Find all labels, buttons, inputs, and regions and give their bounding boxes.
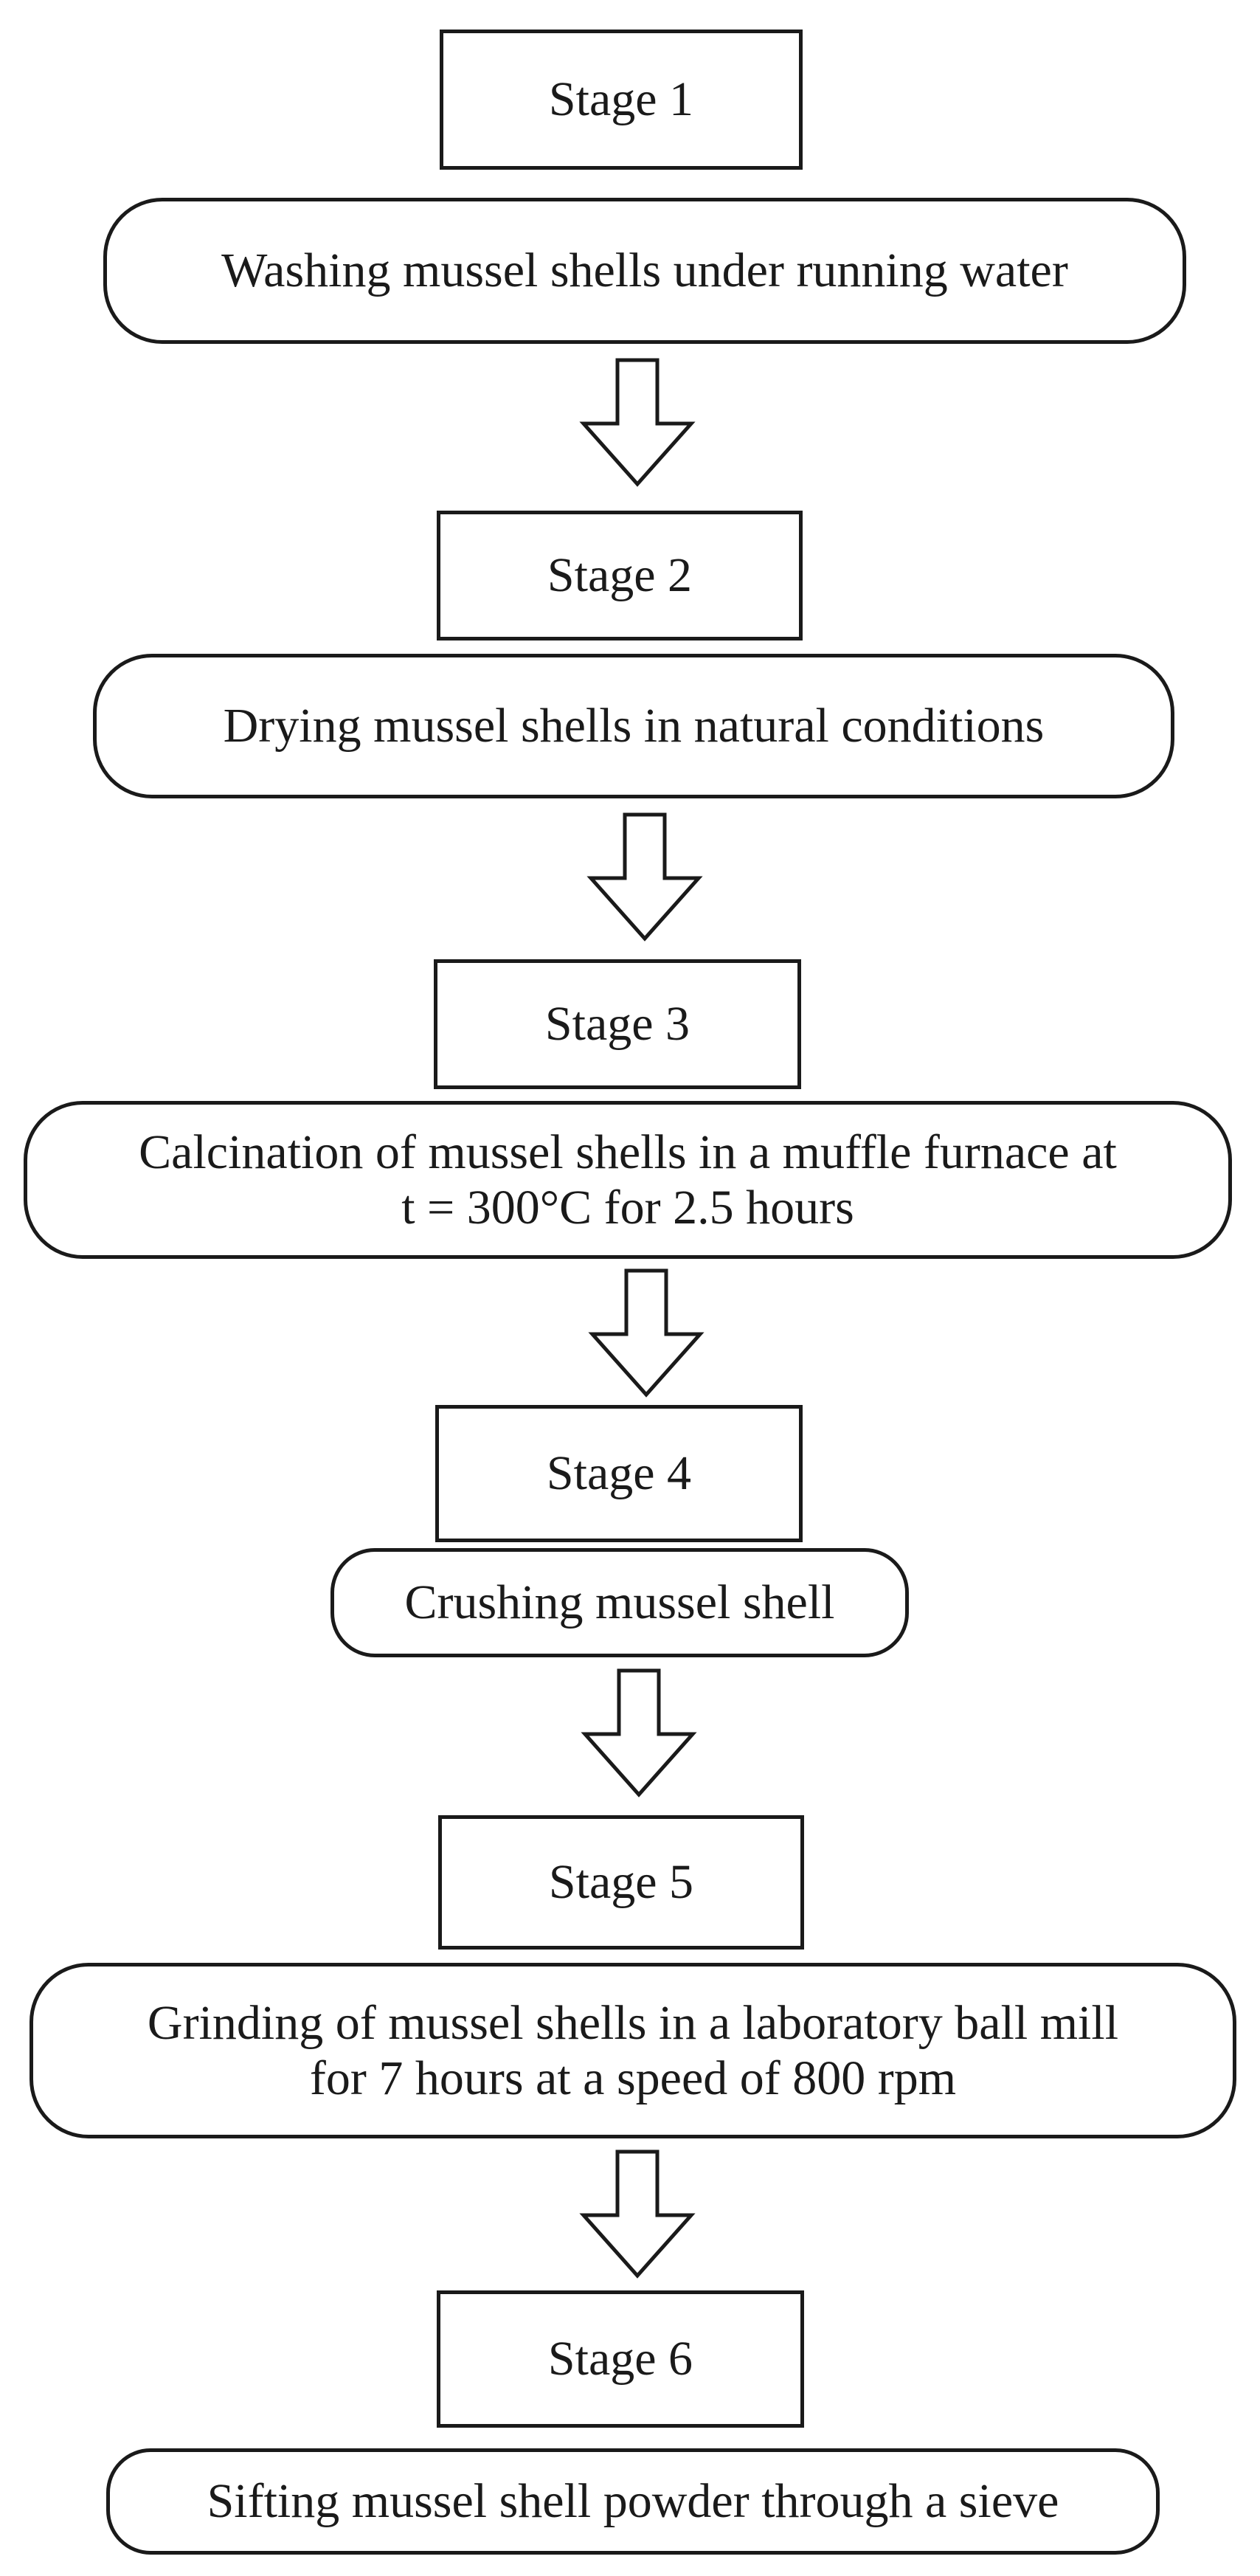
stage-5-label: Stage 5 — [548, 1855, 694, 1909]
stage-2-step: Drying mussel shells in natural conditio… — [93, 654, 1174, 798]
stage-5-step-text-line-2: for 7 hours at a speed of 800 rpm — [309, 2051, 957, 2105]
stage-1-step: Washing mussel shells under running wate… — [103, 198, 1186, 344]
stage-6-step: Sifting mussel shell powder through a si… — [106, 2448, 1160, 2555]
down-arrow-icon — [571, 2149, 704, 2282]
stage-5-step-text-line-1: Grinding of mussel shells in a laborator… — [147, 1995, 1119, 2050]
down-arrow-icon — [571, 357, 704, 490]
stage-5-box: Stage 5 — [438, 1815, 804, 1950]
down-arrow-icon — [580, 1268, 713, 1401]
down-arrow-icon — [572, 1668, 705, 1800]
stage-2-step-text: Drying mussel shells in natural conditio… — [223, 699, 1045, 753]
stage-2-box: Stage 2 — [437, 511, 803, 640]
stage-4-box: Stage 4 — [435, 1405, 803, 1542]
stage-3-step-text-line-1: Calcination of mussel shells in a muffle… — [139, 1125, 1117, 1179]
stage-4-step: Crushing mussel shell — [330, 1548, 909, 1657]
stage-1-label: Stage 1 — [548, 72, 694, 126]
stage-3-label: Stage 3 — [544, 997, 690, 1051]
stage-6-step-text: Sifting mussel shell powder through a si… — [207, 2474, 1059, 2529]
stage-5-step: Grinding of mussel shells in a laborator… — [30, 1963, 1236, 2138]
stage-1-box: Stage 1 — [440, 30, 803, 170]
stage-6-label: Stage 6 — [547, 2332, 693, 2386]
stage-3-step-text-line-2: t = 300°C for 2.5 hours — [401, 1181, 854, 1235]
stage-2-label: Stage 2 — [547, 548, 693, 602]
stage-3-box: Stage 3 — [434, 959, 801, 1089]
down-arrow-icon — [578, 812, 711, 945]
stage-6-box: Stage 6 — [437, 2290, 804, 2428]
stage-4-label: Stage 4 — [546, 1446, 692, 1500]
stage-1-step-text: Washing mussel shells under running wate… — [221, 244, 1068, 298]
stage-3-step: Calcination of mussel shells in a muffle… — [24, 1101, 1232, 1259]
stage-4-step-text: Crushing mussel shell — [404, 1575, 835, 1630]
